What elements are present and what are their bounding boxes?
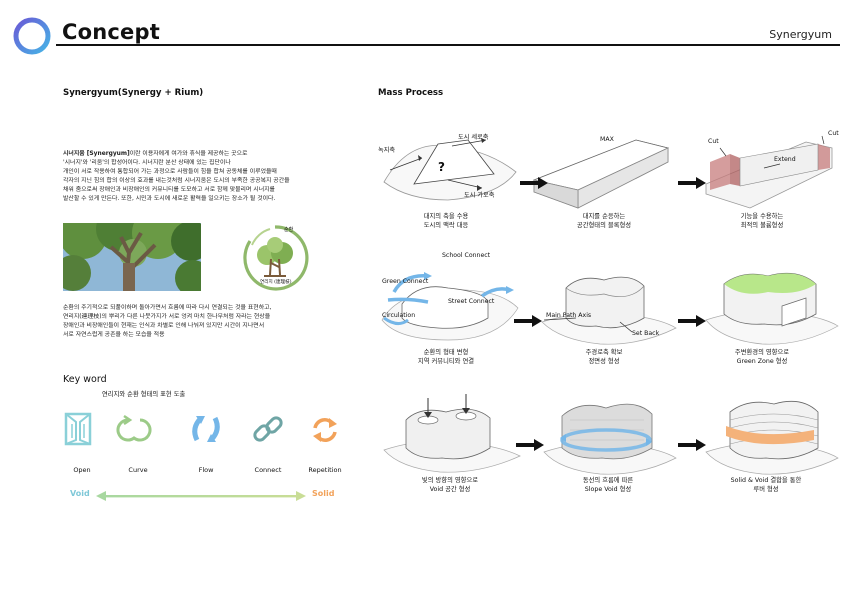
cut-label: Cut xyxy=(828,130,839,137)
second-line: 장애인과 비장애인들이 현재는 인식과 차별로 인해 나눠져 있지만 시간이 지… xyxy=(63,323,265,329)
caption-line: 대지를 순응하는 xyxy=(582,213,626,220)
axis-label: 녹지축 xyxy=(378,147,396,154)
caption-line: 공간형태의 블록형성 xyxy=(576,222,632,229)
process-arrow-icon xyxy=(678,436,706,451)
step-caption: 빛의 방향의 영향으로 Void 공간 형성 xyxy=(380,476,520,494)
keyword-title: Key word xyxy=(63,374,107,385)
second-paragraph: 순환의 주기적으로 되풀이하며 돌아가면서 흐름에 따라 다시 연결되는 것을 … xyxy=(63,304,351,340)
step-caption: 기능을 수용하는 최적의 볼륨형성 xyxy=(692,212,832,230)
step-caption: 순환의 형태 변형 지역 커뮤니티와 연결 xyxy=(376,348,516,366)
intro-line: 발산할 수 있게 만든다. 또한, 시민과 도시에 새로운 활력을 일으키는 장… xyxy=(63,196,276,202)
ring-logo-icon xyxy=(13,17,51,55)
intro-line: 채워 줌으로써 장애인과 비장애인의 커뮤니티를 도모하고 서로 함께 맞물리며… xyxy=(63,187,275,193)
intro-line: 개인이 서로 작용하여 통합되어 가는 과정으로 사람들이 힘을 합쳐 공동체를… xyxy=(63,169,277,175)
caption-line: Solid & Void 결합을 통한 xyxy=(730,477,802,484)
caption-line: 주변환경의 영향으로 xyxy=(734,349,790,356)
intro-line: 이란 이용자에게 여가와 휴식을 제공하는 곳으로 xyxy=(129,151,248,157)
keyword-label: Flow xyxy=(198,466,214,474)
max-label: MAX xyxy=(600,136,614,143)
process-arrow-icon xyxy=(516,436,544,451)
mass-process-heading: Mass Process xyxy=(378,88,444,98)
header-logo xyxy=(12,16,52,56)
connect-label: Green Connect xyxy=(382,278,429,285)
step-caption: 대지를 순응하는 공간형태의 블록형성 xyxy=(534,212,674,230)
process-arrow-icon xyxy=(514,312,542,327)
badge-top-label: 순환 xyxy=(284,227,294,233)
connect-label: Street Connect xyxy=(448,298,495,305)
badge-bottom-label: 연리지 (連理枝) xyxy=(260,280,292,285)
circulation-diagram: School Connect Green Connect Street Conn… xyxy=(378,252,523,344)
curve-icon xyxy=(114,412,154,446)
caption-line: 루버 형성 xyxy=(753,486,779,493)
caption-line: Void 공간 형성 xyxy=(429,486,471,493)
process-arrow-icon xyxy=(678,174,706,189)
caption-line: 최적의 볼륨형성 xyxy=(740,222,784,229)
caption-line: 빛의 방향의 영향으로 xyxy=(421,477,479,484)
caption-line: 지역 커뮤니티와 연결 xyxy=(417,358,475,365)
caption-line: 대지의 축을 수용 xyxy=(423,213,469,220)
void-solid-arrow xyxy=(96,487,306,501)
void-label: Void xyxy=(70,489,90,498)
header-divider xyxy=(56,44,840,46)
cut-extend-diagram: Cut Cut Extend xyxy=(700,128,842,212)
keyword-label: Repetition xyxy=(308,466,342,474)
page-title: Concept xyxy=(62,20,160,44)
path-axis-diagram: Main Path Axis Set Back xyxy=(540,262,680,346)
second-line: 서로 자연스럽게 공존을 하는 모습을 적용 xyxy=(63,332,165,338)
second-line: 연리지(連理枝)의 뿌리가 다른 나뭇가지가 서로 엉켜 마치 한나무처럼 자라… xyxy=(63,314,271,320)
set-back-label: Set Back xyxy=(632,330,660,337)
intro-line: '시너지'와 '리움'의 합성어이다. 시너지란 분산 상태에 있는 집단이나 xyxy=(63,160,231,166)
intro-line: 각자의 지닌 힘의 합의 이상의 효과를 내는것처럼 시너지움은 도시의 부족한… xyxy=(63,178,290,184)
caption-line: 주경로축 확보 xyxy=(585,349,623,356)
keyword-subtitle: 연리지와 순환 형태의 표현 도출 xyxy=(102,391,186,398)
cycle-tree-badge: 순환 연리지 (連理枝) xyxy=(240,223,310,293)
repetition-icon xyxy=(307,412,343,448)
axis-label: 도시 가로축 xyxy=(464,192,495,199)
concept-heading: Synergyum(Synergy + Rium) xyxy=(63,88,204,98)
step-caption: Solid & Void 결합을 통한 루버 형성 xyxy=(696,476,836,494)
green-zone-diagram xyxy=(702,262,842,346)
extend-label: Extend xyxy=(774,156,796,163)
caption-line: Green Zone 형성 xyxy=(736,358,788,365)
question-mark: ? xyxy=(438,160,445,174)
keyword-label: Connect xyxy=(254,466,282,474)
second-line: 순환의 주기적으로 되풀이하며 돌아가면서 흐름에 따라 다시 연결되는 것을 … xyxy=(63,305,272,311)
tree-photo xyxy=(63,223,201,291)
step-caption: 동선의 흐름에 따른 Slope Void 형성 xyxy=(538,476,678,494)
caption-line: 동선의 흐름에 따른 xyxy=(582,477,634,484)
void-space-diagram xyxy=(380,392,525,474)
process-arrow-icon xyxy=(520,174,548,189)
keyword-label: Open xyxy=(73,466,91,474)
caption-line: 기능을 수용하는 xyxy=(740,213,784,220)
intro-bold: 시너지움 [Synergyum] xyxy=(63,151,130,157)
slope-void-diagram xyxy=(540,390,680,476)
flow-icon xyxy=(187,410,225,448)
caption-line: 도시의 맥락 대응 xyxy=(423,222,469,229)
path-axis-label: Main Path Axis xyxy=(546,312,592,319)
brand-name: Synergyum xyxy=(769,28,832,41)
caption-line: 순환의 형태 변형 xyxy=(423,349,469,356)
tree-cycle-icon xyxy=(243,225,309,291)
process-arrow-icon xyxy=(678,312,706,327)
step-caption: 주경로축 확보 정면성 형성 xyxy=(534,348,674,366)
connect-label: Circulation xyxy=(382,312,416,319)
step-caption: 주변환경의 영향으로 Green Zone 형성 xyxy=(692,348,832,366)
cut-label: Cut xyxy=(708,138,719,145)
site-axis-diagram: 도시 세로축 녹지축 ? 도시 가로축 xyxy=(378,130,523,210)
intro-paragraph: 시너지움 [Synergyum]이란 이용자에게 여가와 휴식을 제공하는 곳으… xyxy=(63,150,351,204)
solid-label: Solid xyxy=(312,489,335,498)
open-icon xyxy=(62,410,94,448)
louver-diagram xyxy=(702,392,842,476)
caption-line: Slope Void 형성 xyxy=(584,486,632,493)
axis-label: 도시 세로축 xyxy=(458,134,489,141)
keyword-label: Curve xyxy=(128,466,148,474)
connect-icon xyxy=(250,412,286,448)
block-volume-diagram: MAX xyxy=(528,130,673,210)
step-caption: 대지의 축을 수용 도시의 맥락 대응 xyxy=(376,212,516,230)
connect-label: School Connect xyxy=(442,252,491,259)
caption-line: 정면성 형성 xyxy=(588,358,620,365)
